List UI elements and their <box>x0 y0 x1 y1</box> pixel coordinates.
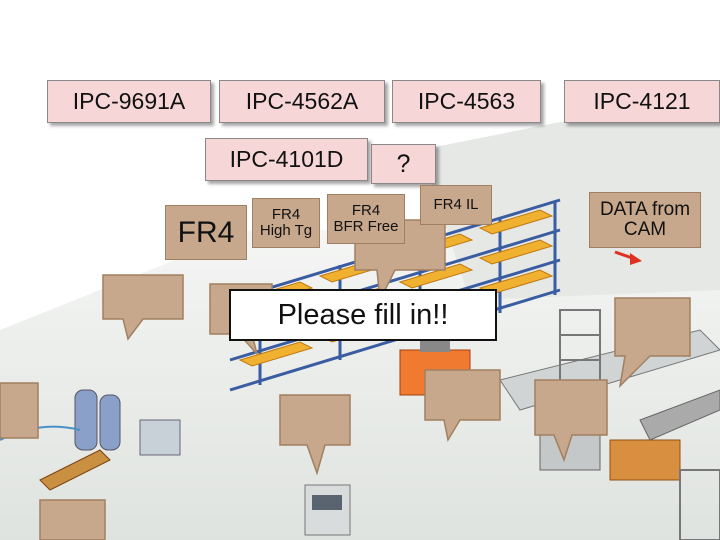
material-callout-fr4-bfr-free: FR4 BFR Free <box>327 194 405 244</box>
material-callout-fr4-il: FR4 IL <box>420 185 492 225</box>
data-from-cam-callout: DATA from CAM <box>589 192 701 248</box>
cam-line: CAM <box>623 219 667 240</box>
material-callout-fr4: FR4 <box>165 205 247 260</box>
standard-label: IPC-4121 <box>564 80 720 123</box>
callout-bubble <box>614 297 691 389</box>
callout-bubble <box>534 379 608 463</box>
material-line: High Tg <box>259 222 313 239</box>
material-callout-fr4-high-tg: FR4 High Tg <box>252 198 320 248</box>
conveyor <box>39 389 720 491</box>
unknown-standard-label: ? <box>371 144 436 184</box>
callout-bubble <box>102 274 184 341</box>
standard-label: IPC-4562A <box>219 80 385 123</box>
standard-label: IPC-9691A <box>47 80 211 123</box>
cam-line: DATA from <box>599 199 691 221</box>
material-line: FR4 <box>351 202 381 220</box>
standard-label: IPC-4563 <box>392 80 541 123</box>
callout-bubble <box>424 369 501 443</box>
callout-bubble <box>0 382 39 439</box>
callout-bubble <box>279 394 351 476</box>
please-fill-in-box: Please fill in!! <box>229 289 497 341</box>
material-line: BFR Free <box>333 218 399 235</box>
tank-unit <box>74 389 181 456</box>
inspection-machine <box>304 484 351 536</box>
material-line: FR4 <box>271 206 301 224</box>
callout-bubble <box>39 499 106 540</box>
cam-arrow-icon <box>614 250 642 265</box>
standard-label: IPC-4101D <box>205 138 368 181</box>
